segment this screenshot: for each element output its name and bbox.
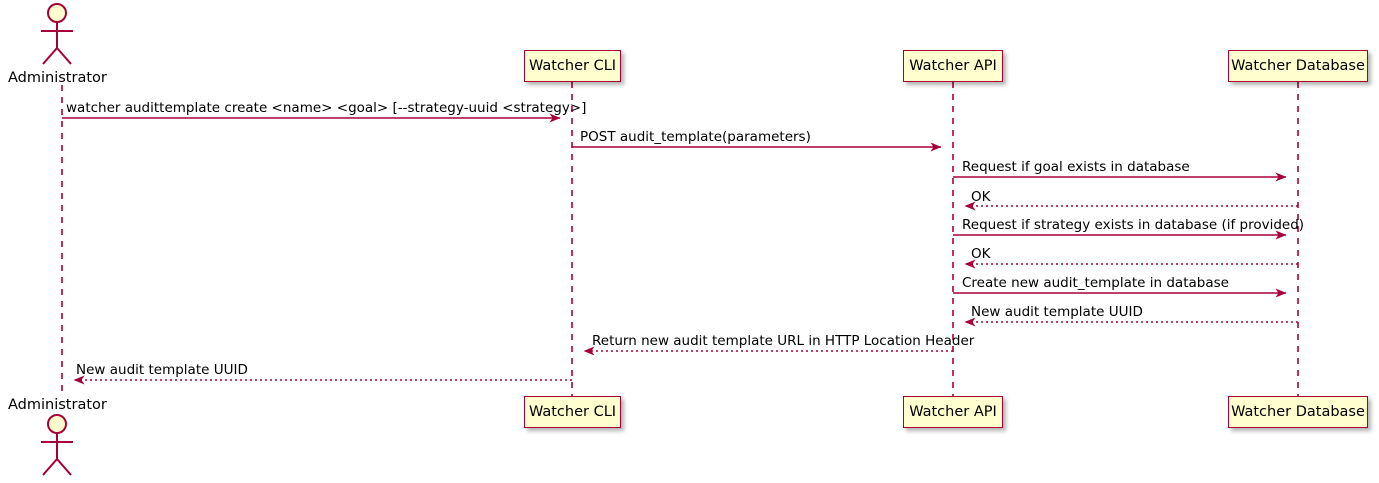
participant-label-watcher-cli-top: Watcher CLI [528, 58, 617, 74]
message-label-7: Create new audit_template in database [962, 275, 1229, 291]
message-label-5: Request if strategy exists in database (… [962, 217, 1305, 233]
lifelines [61, 82, 1299, 396]
participant-label-watcher-api-top: Watcher API [909, 58, 997, 74]
message-label-9: Return new audit template URL in HTTP Lo… [592, 333, 975, 349]
participant-box-watcher-cli-bottom[interactable]: Watcher CLI [524, 396, 621, 428]
actor-label-administrator-top: Administrator [8, 70, 107, 86]
message-label-6: OK [971, 246, 991, 262]
participant-box-watcher-cli-top[interactable]: Watcher CLI [524, 50, 621, 82]
message-label-2: POST audit_template(parameters) [580, 129, 811, 145]
participant-box-watcher-api-bottom[interactable]: Watcher API [903, 396, 1003, 428]
actor-administrator-bottom-icon [41, 414, 73, 476]
participant-label-watcher-api-bottom: Watcher API [909, 404, 997, 420]
message-label-8: New audit template UUID [971, 304, 1143, 320]
participant-box-watcher-database-top[interactable]: Watcher Database [1228, 50, 1368, 82]
actor-administrator-top-icon [41, 3, 73, 65]
message-label-3: Request if goal exists in database [962, 159, 1190, 175]
message-label-10: New audit template UUID [76, 362, 248, 378]
participant-label-watcher-database-top: Watcher Database [1231, 58, 1365, 74]
participant-box-watcher-api-top[interactable]: Watcher API [903, 50, 1003, 82]
participant-label-watcher-cli-bottom: Watcher CLI [528, 404, 617, 420]
actor-label-administrator-bottom: Administrator [8, 397, 107, 413]
message-label-4: OK [971, 189, 991, 205]
message-arrows [62, 113, 1298, 385]
participant-box-watcher-database-bottom[interactable]: Watcher Database [1228, 396, 1368, 428]
participant-label-watcher-database-bottom: Watcher Database [1231, 404, 1365, 420]
message-label-1: watcher audittemplate create <name> <goa… [66, 100, 587, 116]
